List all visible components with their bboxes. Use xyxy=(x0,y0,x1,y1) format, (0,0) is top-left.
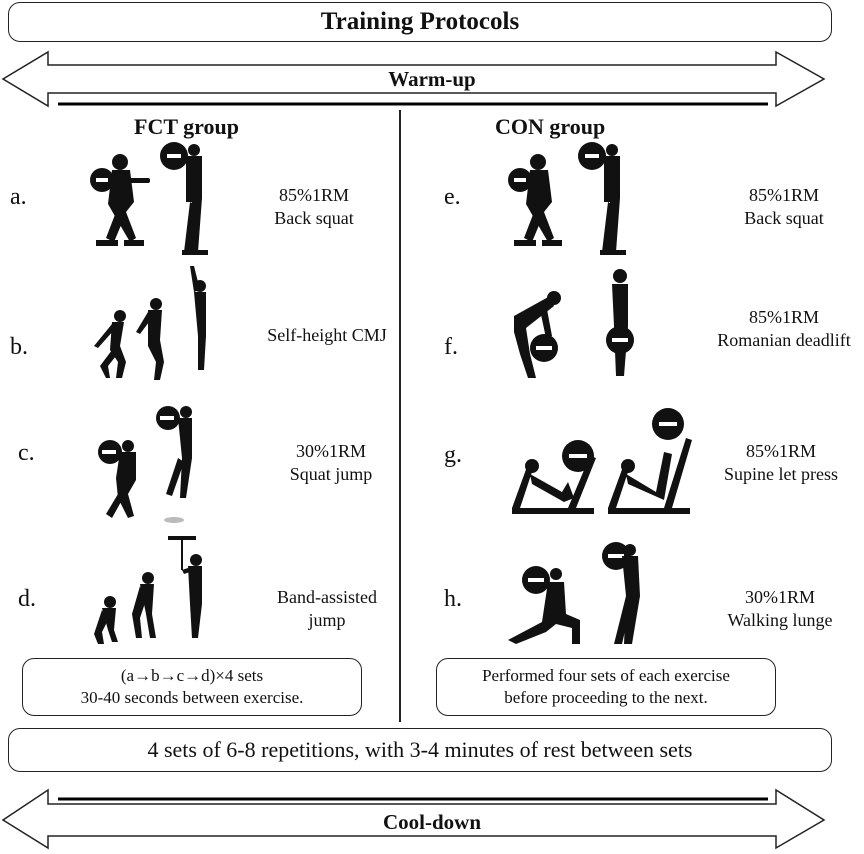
fct-note-box: (a→b→c→d)×4 sets 30-40 seconds between e… xyxy=(22,658,362,716)
row-letter-f: f. xyxy=(444,334,458,360)
cooldown-label: Cool-down xyxy=(382,810,482,834)
label-squat-jump: 30%1RM Squat jump xyxy=(289,441,373,484)
back-squat-figure xyxy=(90,142,208,255)
warmup-arrow xyxy=(1,50,826,108)
title-box: Training Protocols xyxy=(8,2,832,42)
con-note-line2: before proceeding to the next. xyxy=(504,688,708,707)
cmj-figure xyxy=(94,266,206,380)
label-leg-press: 85%1RM Supine let press xyxy=(724,441,838,484)
row-letter-g: g. xyxy=(444,442,462,468)
warmup-label: Warm-up xyxy=(388,67,476,91)
con-note-line1: Performed four sets of each exercise xyxy=(482,666,730,685)
fct-note-line2: 30-40 seconds between exercise. xyxy=(80,688,304,707)
fct-note-line1: (a→b→c→d)×4 sets xyxy=(120,666,264,685)
row-letter-d: d. xyxy=(18,586,36,612)
row-letter-e: e. xyxy=(444,184,461,210)
row-letter-c: c. xyxy=(18,440,35,466)
cooldown-arrow xyxy=(1,788,826,850)
romanian-deadlift-figure xyxy=(514,269,634,378)
page-title: Training Protocols xyxy=(320,8,520,35)
column-divider xyxy=(399,110,401,722)
back-squat-figure-con xyxy=(508,142,626,255)
label-walking-lunge: 30%1RM Walking lunge xyxy=(727,587,833,630)
con-note-box: Performed four sets of each exercise bef… xyxy=(436,658,776,716)
label-romanian-deadlift: 85%1RM Romanian deadlift xyxy=(717,307,851,350)
label-band-jump: Band-assisted jump xyxy=(277,587,377,630)
rest-box: 4 sets of 6-8 repetitions, with 3-4 minu… xyxy=(8,728,832,772)
fct-group-heading: FCT group xyxy=(134,114,239,139)
label-back-squat-fct: 85%1RM Back squat xyxy=(274,185,354,228)
rest-text: 4 sets of 6-8 repetitions, with 3-4 minu… xyxy=(147,737,693,762)
squat-jump-figure xyxy=(98,406,192,523)
row-letter-b: b. xyxy=(10,334,28,360)
leg-press-figure xyxy=(512,408,692,514)
row-letter-a: a. xyxy=(10,184,27,210)
row-letter-h: h. xyxy=(444,586,462,612)
band-jump-figure xyxy=(94,536,202,644)
label-back-squat-con: 85%1RM Back squat xyxy=(744,185,824,228)
label-cmj: Self-height CMJ xyxy=(267,325,387,345)
con-group-heading: CON group xyxy=(495,114,606,139)
walking-lunge-figure xyxy=(508,542,640,644)
